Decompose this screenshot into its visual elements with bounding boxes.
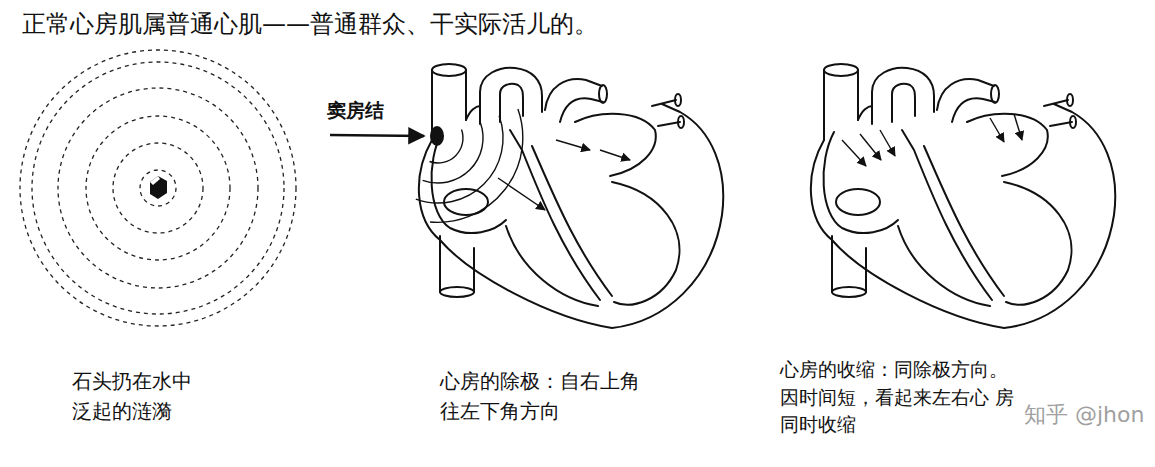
title: 正常心房肌属普通心肌——普通群众、干实际活儿的。 bbox=[22, 6, 598, 42]
caption: 心房的收缩：同除极方向。 因时间短，看起来左右心 房同时收缩 bbox=[780, 356, 1016, 439]
watermark: 知乎 @jhon bbox=[1024, 398, 1144, 431]
part-label: 窦房结 bbox=[327, 96, 384, 125]
ripple-circles bbox=[20, 50, 296, 326]
caption: 石头扔在水中 泛起的涟漪 bbox=[72, 366, 200, 426]
sa-node-pointer bbox=[330, 135, 424, 136]
sinoatrial-node bbox=[430, 126, 444, 146]
stone bbox=[150, 176, 167, 199]
heart-depolarization bbox=[416, 64, 723, 328]
heart-contraction bbox=[811, 64, 1115, 328]
caption: 心房的除极：自右上角 往左下角方向 bbox=[440, 366, 648, 426]
